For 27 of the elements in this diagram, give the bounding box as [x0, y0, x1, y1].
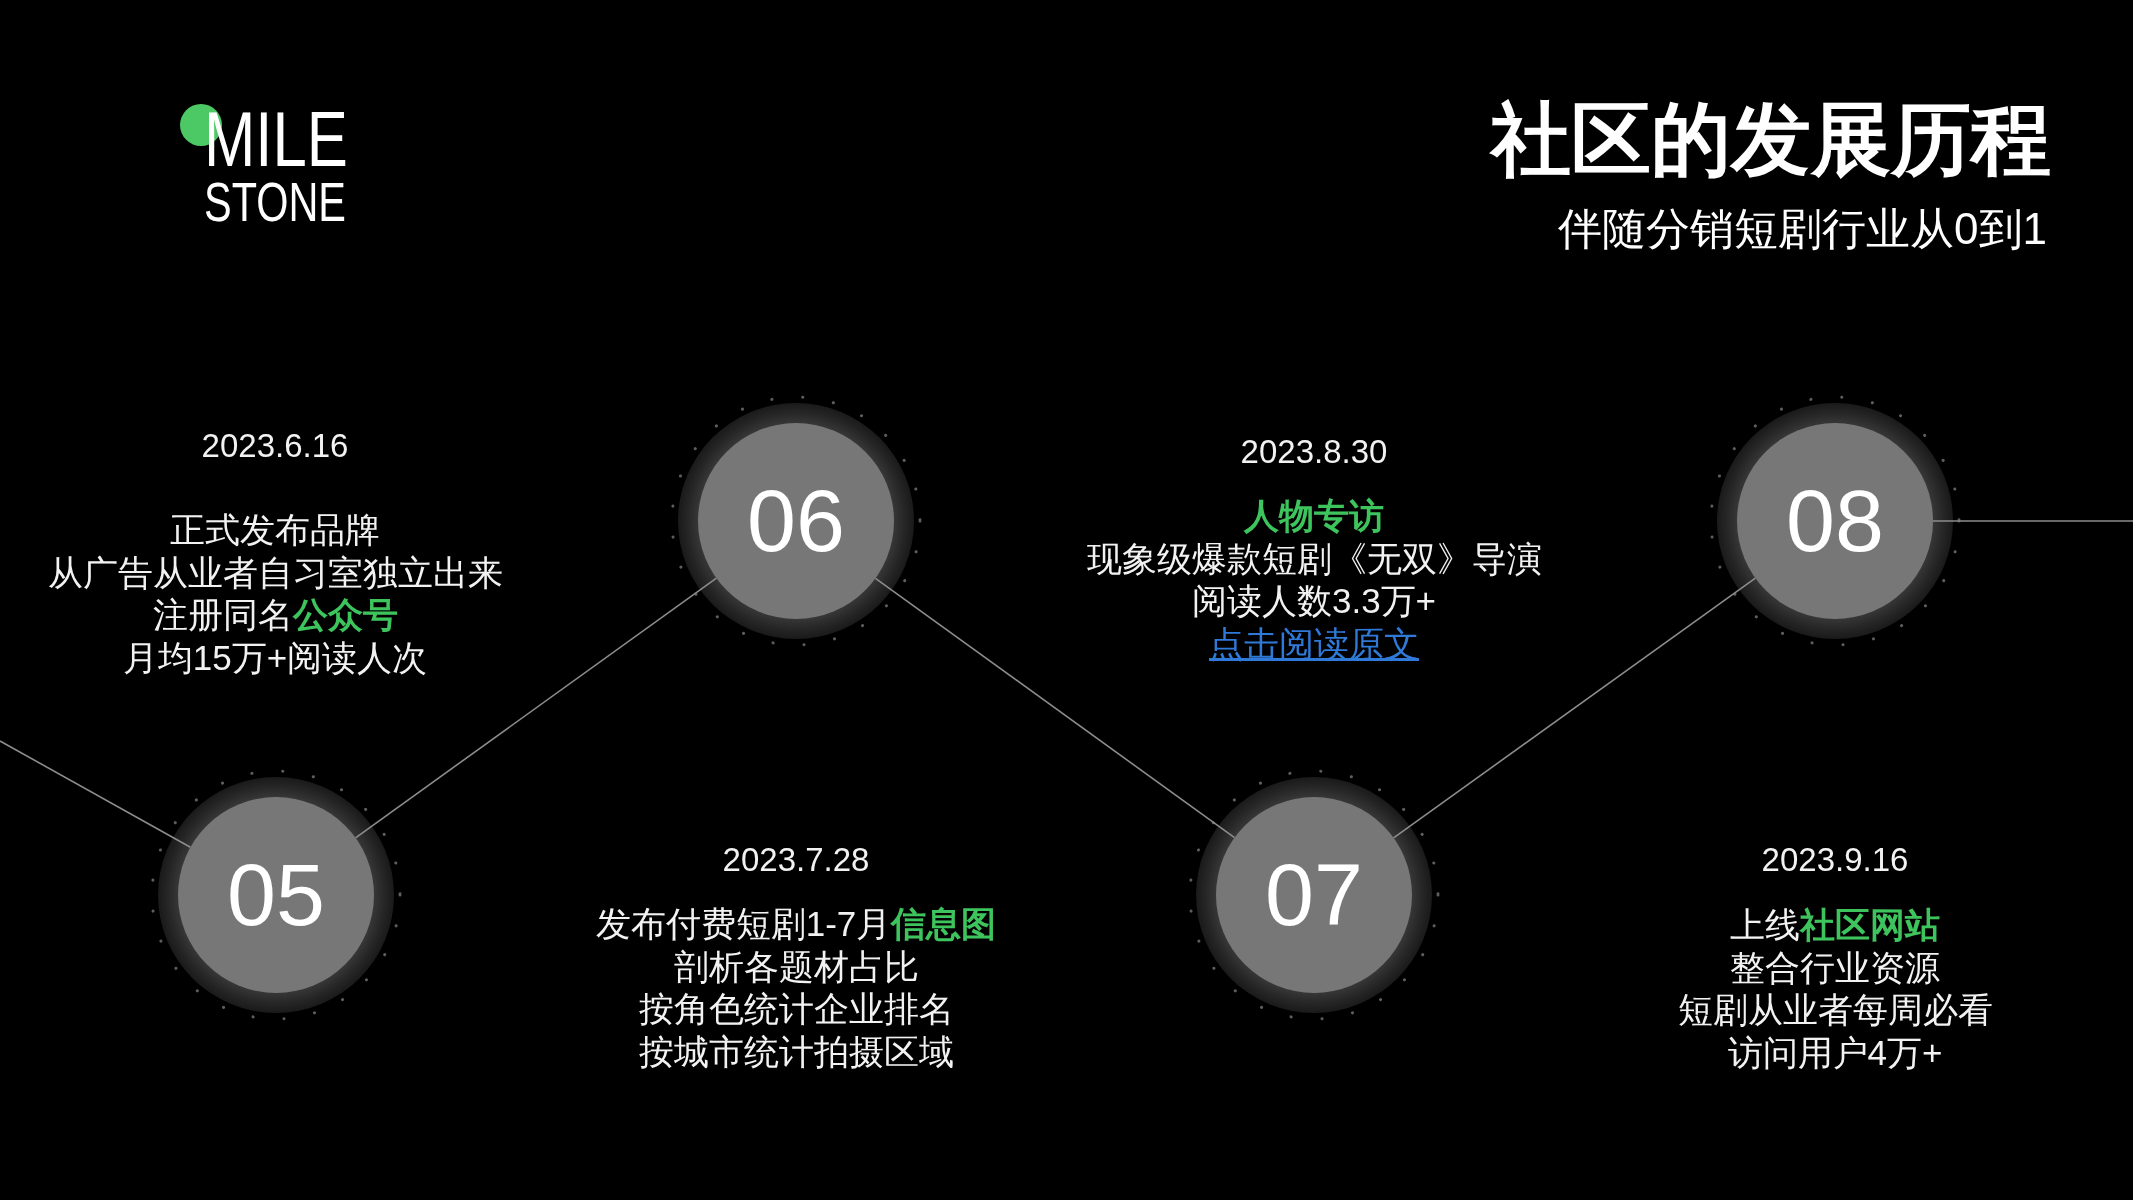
description-text: 注册同名公众号 [152, 594, 398, 637]
description-text: 月均15万+阅读人次 [122, 637, 428, 680]
headline-text: 人物专访 [1244, 495, 1384, 537]
description-text: 正式发布品牌 [170, 509, 380, 551]
description-text: 现象级爆款短剧《无双》导演 [1086, 537, 1542, 580]
subtitle: 伴随分销短剧行业从0到1 [1558, 207, 2047, 251]
link: 点击阅读原文 [1209, 623, 1419, 666]
connector-line [1392, 577, 1757, 839]
description-text: 从广告从业者自习室独立出来 [47, 551, 503, 594]
date-label: 2023.8.30 [1240, 432, 1388, 472]
description-text: 整合行业资源 [1730, 946, 1940, 989]
connector-line [1932, 520, 2133, 522]
description-text: 按角色统计企业排名 [638, 988, 954, 1031]
date-label: 2023.7.28 [722, 840, 870, 880]
date-label: 2023.9.16 [1761, 840, 1909, 880]
description-text: 访问用户4万+ [1727, 1032, 1943, 1075]
title: 社区的发展历程 [1491, 100, 2051, 180]
description-text: 剖析各题材占比 [673, 945, 919, 988]
description-text: 阅读人数3.3万+ [1191, 580, 1437, 623]
connector-line [0, 740, 192, 849]
description-text: 按城市统计拍摄区域 [638, 1031, 954, 1074]
description-text: 上线社区网站 [1730, 904, 1940, 946]
connector-line [354, 577, 718, 839]
description-text: 发布付费短剧1-7月信息图 [595, 903, 997, 945]
date-label: 2023.6.16 [201, 426, 349, 466]
description-text: 短剧从业者每周必看 [1677, 989, 1993, 1032]
connector-line [874, 577, 1236, 839]
